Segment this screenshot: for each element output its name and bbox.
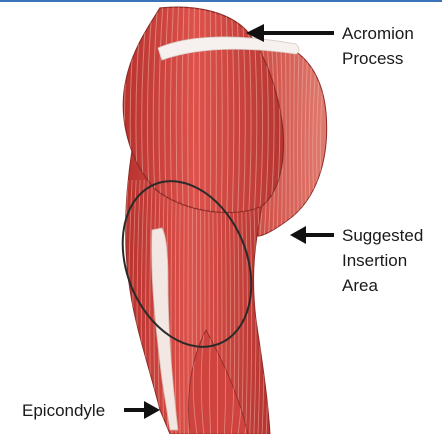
insertion-label-line3: Area: [342, 275, 378, 297]
insertion-label-line2: Insertion: [342, 250, 407, 272]
muscle-fiber: [210, 0, 211, 222]
muscle-fiber: [113, 0, 121, 222]
acromion-label-line2: Process: [342, 48, 403, 70]
muscle-fiber: [112, 180, 116, 434]
left-arrow-icon: [290, 226, 334, 244]
left-arrow-icon: [246, 24, 334, 42]
acromion-label-line1: Acromion: [342, 23, 414, 45]
muscle-fiber: [116, 180, 120, 434]
epicondyle-label: Epicondyle: [22, 400, 105, 422]
muscle-fiber: [107, 0, 116, 222]
right-arrow-icon: [124, 401, 160, 419]
insertion-label-line1: Suggested: [342, 225, 423, 247]
muscle-fiber: [120, 180, 124, 434]
